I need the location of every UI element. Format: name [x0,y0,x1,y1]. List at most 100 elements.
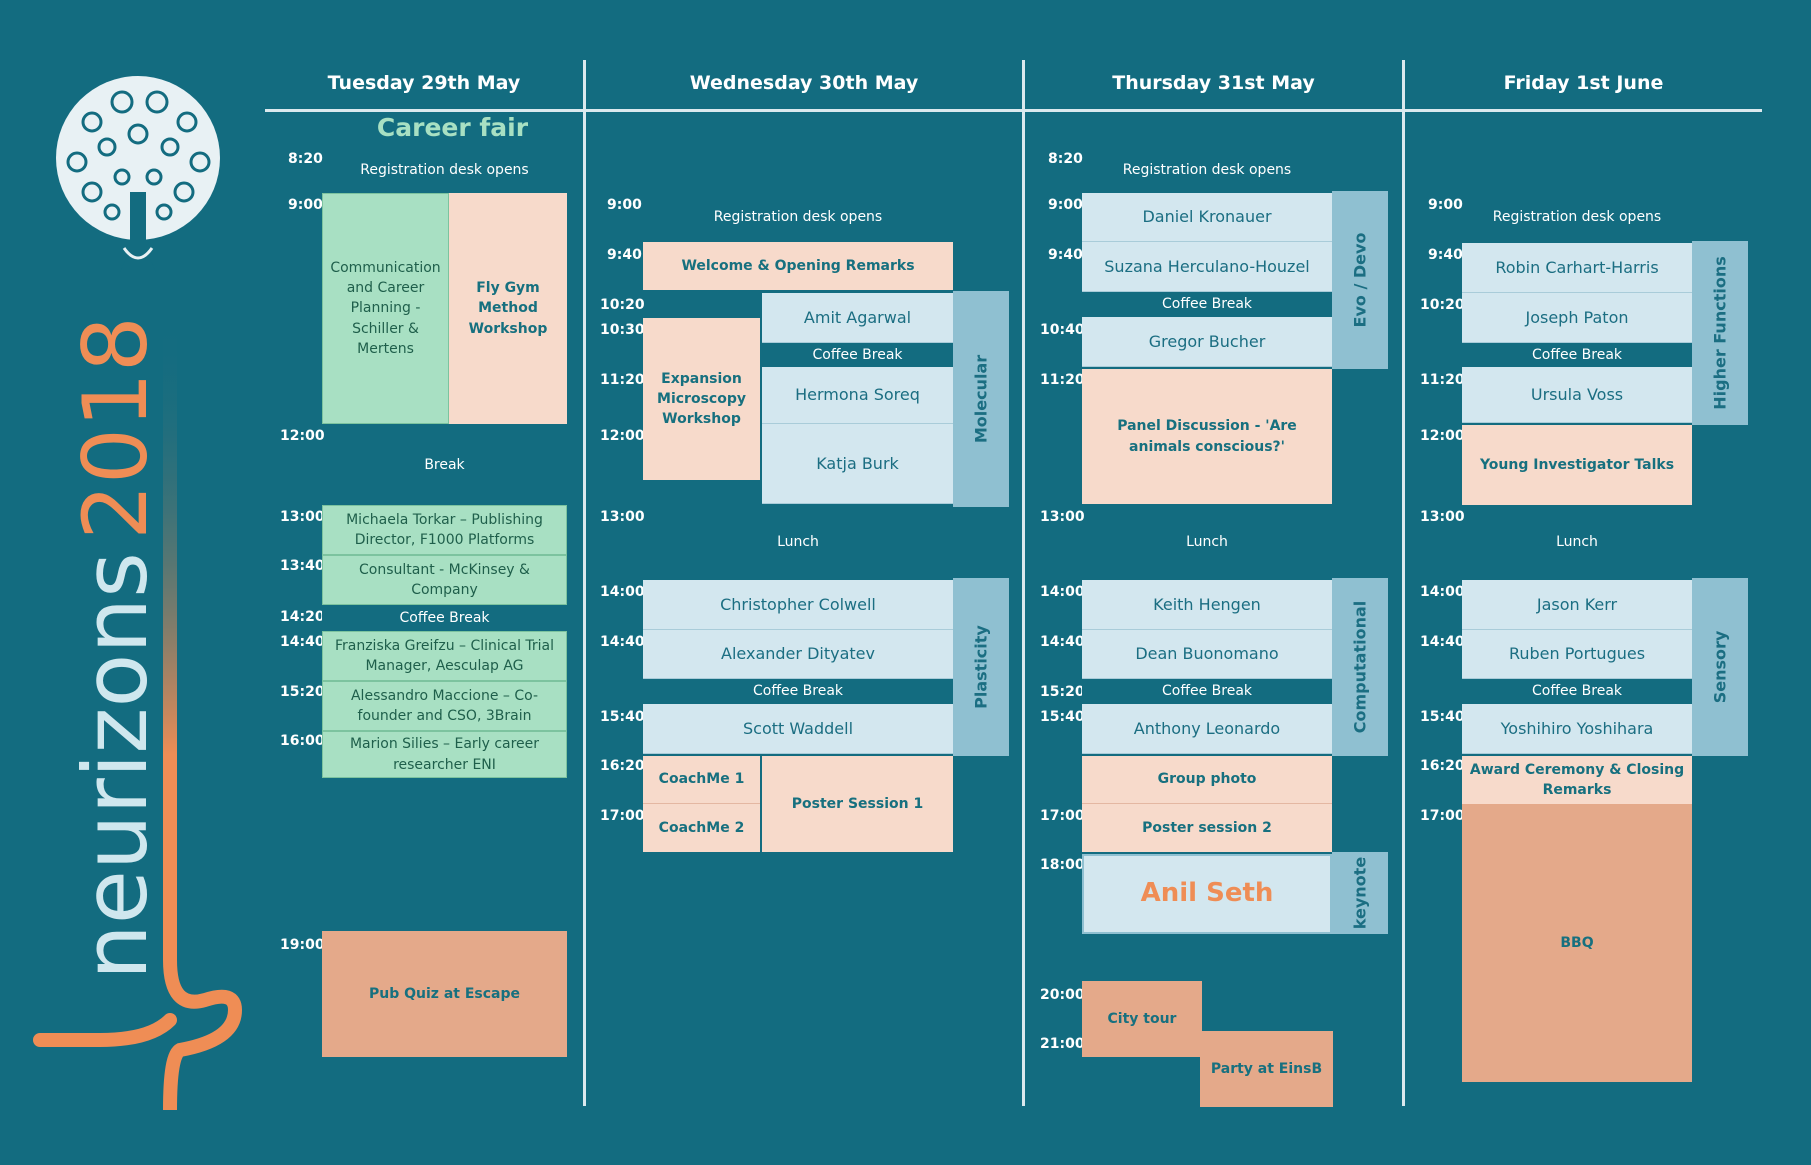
welcome-remarks[interactable]: Welcome & Opening Remarks [643,242,953,290]
talk-bucher[interactable]: Gregor Bucher [1082,317,1332,367]
bbq[interactable]: BBQ [1462,804,1692,1082]
panel-discussion[interactable]: Panel Discussion - 'Are animals consciou… [1082,369,1332,504]
poster-session-1[interactable]: Poster Session 1 [762,756,953,852]
time-label: 16:20 [600,758,645,774]
talk-carhart-harris[interactable]: Robin Carhart-Harris [1462,243,1692,293]
time-label: 13:40 [280,558,325,574]
time-label: 19:00 [280,937,325,953]
coachme-1[interactable]: CoachMe 1 [643,756,760,804]
session-label-higher-functions: Higher Functions [1692,241,1748,425]
time-label: 15:40 [1040,709,1085,725]
lunch-text: Lunch [1556,534,1598,550]
session-label-molecular: Molecular [953,291,1009,507]
talk-leonardo[interactable]: Anthony Leonardo [1082,704,1332,754]
time-label: 9:00 [1048,197,1083,213]
time-label: 15:40 [1420,709,1465,725]
keynote-seth[interactable]: Anil Seth [1082,854,1332,934]
time-label: 8:20 [1048,151,1083,167]
time-label: 9:00 [288,197,323,213]
time-label: 10:20 [1420,297,1465,313]
time-label: 9:00 [607,197,642,213]
day-header-wednesday: Wednesday 30th May [689,72,919,94]
talk-voss[interactable]: Ursula Voss [1462,367,1692,423]
time-label: 14:00 [1420,584,1465,600]
coffee-break: Coffee Break [643,679,953,704]
flygym-workshop[interactable]: Fly Gym Method Workshop [449,193,567,424]
coffee-break: Coffee Break [322,605,567,631]
session-label-sensory: Sensory [1692,578,1748,756]
talk-buonomano[interactable]: Dean Buonomano [1082,630,1332,679]
talk-kronauer[interactable]: Daniel Kronauer [1082,193,1332,242]
session-label-computational: Computational [1332,578,1388,756]
communication-workshop[interactable]: Communication and Career Planning - Schi… [322,193,449,424]
city-tour[interactable]: City tour [1082,981,1202,1057]
time-label: 11:20 [1040,372,1085,388]
time-label: 9:40 [1428,247,1463,263]
lunch-text: Lunch [777,534,819,550]
talk-dityatev[interactable]: Alexander Dityatev [643,630,953,679]
coffee-break: Coffee Break [1462,679,1692,704]
poster-session-2[interactable]: Poster session 2 [1082,804,1332,852]
talk-consultant[interactable]: Consultant - McKinsey & Company [322,555,567,605]
talk-greifzu[interactable]: Franziska Greifzu – Clinical Trial Manag… [322,631,567,681]
coffee-break: Coffee Break [1082,292,1332,317]
talk-agarwal[interactable]: Amit Agarwal [762,293,953,343]
header-divider [265,109,1762,112]
column-divider [1402,60,1405,1106]
time-label: 16:00 [280,733,325,749]
coffee-break: Coffee Break [762,343,953,367]
career-fair-title: Career fair [376,113,529,142]
time-label: 14:00 [600,584,645,600]
talk-soreq[interactable]: Hermona Soreq [762,367,953,424]
time-label: 12:00 [1420,428,1465,444]
time-label: 10:20 [600,297,645,313]
talk-portugues[interactable]: Ruben Portugues [1462,630,1692,679]
registration-text: Registration desk opens [713,209,883,225]
young-investigator-talks[interactable]: Young Investigator Talks [1462,425,1692,505]
time-label: 16:20 [1420,758,1465,774]
column-divider [583,60,586,1106]
time-label: 11:20 [1420,372,1465,388]
time-label: 10:40 [1040,322,1085,338]
talk-burk[interactable]: Katja Burk [762,424,953,504]
keynote-speaker-name: Anil Seth [1140,878,1274,909]
day-header-thursday: Thursday 31st May [1112,72,1315,94]
day-header-tuesday: Tuesday 29th May [327,72,521,94]
talk-torkar[interactable]: Michaela Torkar – Publishing Director, F… [322,505,567,555]
coffee-break: Coffee Break [1462,343,1692,367]
talk-maccione[interactable]: Alessandro Maccione – Co-founder and CSO… [322,681,567,731]
time-label: 13:00 [1040,509,1085,525]
group-photo[interactable]: Group photo [1082,756,1332,804]
talk-yoshihara[interactable]: Yoshihiro Yoshihara [1462,704,1692,754]
talk-colwell[interactable]: Christopher Colwell [643,580,953,630]
talk-waddell[interactable]: Scott Waddell [643,704,953,754]
talk-hengen[interactable]: Keith Hengen [1082,580,1332,630]
time-label: 14:40 [280,634,325,650]
time-label: 13:00 [1420,509,1465,525]
time-label: 21:00 [1040,1036,1085,1052]
break-text: Break [424,457,465,473]
award-ceremony[interactable]: Award Ceremony & Closing Remarks [1462,756,1692,804]
registration-text: Registration desk opens [1122,162,1292,178]
talk-herculano-houzel[interactable]: Suzana Herculano-Houzel [1082,242,1332,292]
expansion-workshop[interactable]: Expansion Microscopy Workshop [643,318,760,480]
talk-silies[interactable]: Marion Silies – Early career researcher … [322,731,567,778]
talk-paton[interactable]: Joseph Paton [1462,293,1692,343]
time-label: 17:00 [1040,808,1085,824]
brain-tree-icon [56,76,220,272]
pub-quiz[interactable]: Pub Quiz at Escape [322,931,567,1057]
column-divider [1022,60,1025,1106]
day-header-friday: Friday 1st June [1503,72,1664,94]
time-label: 17:00 [1420,808,1465,824]
time-label: 14:40 [1040,634,1085,650]
coachme-2[interactable]: CoachMe 2 [643,804,760,852]
party-einsb[interactable]: Party at EinsB [1200,1031,1333,1107]
coffee-break: Coffee Break [1082,679,1332,704]
time-label: 13:00 [280,509,325,525]
registration-text: Registration desk opens [1492,209,1662,225]
time-label: 15:40 [600,709,645,725]
talk-kerr[interactable]: Jason Kerr [1462,580,1692,630]
time-label: 13:00 [600,509,645,525]
session-label-keynote: keynote [1332,852,1388,934]
time-label: 10:30 [600,322,645,338]
